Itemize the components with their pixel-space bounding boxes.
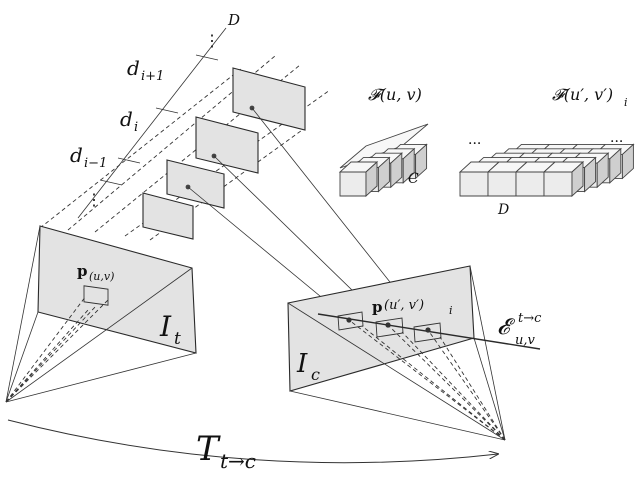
- volume-cube-front: [515, 171, 545, 197]
- volume-cube-side: [584, 156, 597, 193]
- volume-cube-front: [487, 171, 517, 197]
- depth-plane-4: [142, 192, 194, 240]
- context-point-label: p: [372, 298, 383, 316]
- target-camera: [5, 225, 197, 403]
- feature-multi-sub: i: [624, 96, 628, 109]
- dots-left: ···: [468, 136, 481, 152]
- depth-plane-3: [166, 159, 225, 209]
- depth-label-next-sub: i+1: [141, 69, 164, 84]
- depth-plane-2: [195, 116, 259, 174]
- context-camera: [287, 265, 541, 441]
- depth-planes: [142, 67, 306, 240]
- column-cube-side: [365, 160, 378, 198]
- transform-arrow: [7, 419, 498, 464]
- feature-multi-label: 𝓕(u′, v′): [552, 85, 613, 104]
- context-point-2: [385, 322, 391, 328]
- column-cube-side: [390, 152, 403, 189]
- depth-plane-1: [232, 67, 306, 131]
- depth-axis: [77, 27, 227, 219]
- column-cube-side: [415, 143, 428, 180]
- target-point-sub: (u,v): [89, 270, 114, 283]
- transform-sub: t→c: [220, 449, 256, 473]
- volume-cube-front: [543, 171, 573, 197]
- context-image-label: I: [296, 349, 308, 379]
- target-image-sub: t: [174, 329, 181, 349]
- context-point-idx: i: [449, 304, 453, 317]
- depth-label-prev-sub: i−1: [84, 156, 107, 171]
- target-point-label: p: [77, 262, 88, 280]
- depth-label-i-sub: i: [134, 120, 138, 135]
- context-pixel-box-1: [337, 311, 364, 331]
- dots-bottom: ⋮: [86, 190, 102, 209]
- cube-channel-label: C: [408, 171, 419, 187]
- feature-single-label: 𝓕(u, v): [368, 85, 422, 104]
- epipolar-sub: u,v: [515, 333, 536, 348]
- depth-label-i: d: [120, 107, 133, 131]
- volume-cube-front: [459, 171, 489, 197]
- epipolar-label: 𝓔: [497, 315, 516, 340]
- depth-label-D: D: [227, 11, 240, 29]
- depth-label-next: d: [127, 56, 140, 80]
- context-point-sub: (u′, v′): [384, 298, 424, 313]
- feature-column: [338, 123, 429, 198]
- context-image-sub: c: [311, 365, 320, 384]
- column-cube-side: [377, 156, 390, 193]
- depth-label-prev: d: [70, 143, 83, 167]
- volume-cube-side: [596, 152, 609, 189]
- dots-right: ···: [610, 134, 623, 150]
- dots-top: ⋮: [204, 31, 220, 50]
- target-pixel-box: [83, 285, 109, 306]
- epipolar-sup: t→c: [518, 311, 542, 326]
- feature-volume: [458, 143, 635, 198]
- volume-cube-side: [571, 160, 584, 198]
- cube-depth-label: D: [497, 202, 509, 218]
- context-point-1: [346, 317, 352, 323]
- column-cube-side: [402, 147, 415, 184]
- volume-cube-side: [609, 147, 622, 184]
- transform-label: T: [196, 429, 221, 469]
- column-cube-front: [339, 171, 367, 197]
- volume-cube-side: [621, 143, 634, 180]
- target-image-plane: [37, 225, 197, 354]
- target-image-label: I: [159, 310, 172, 343]
- context-point-3: [425, 327, 431, 333]
